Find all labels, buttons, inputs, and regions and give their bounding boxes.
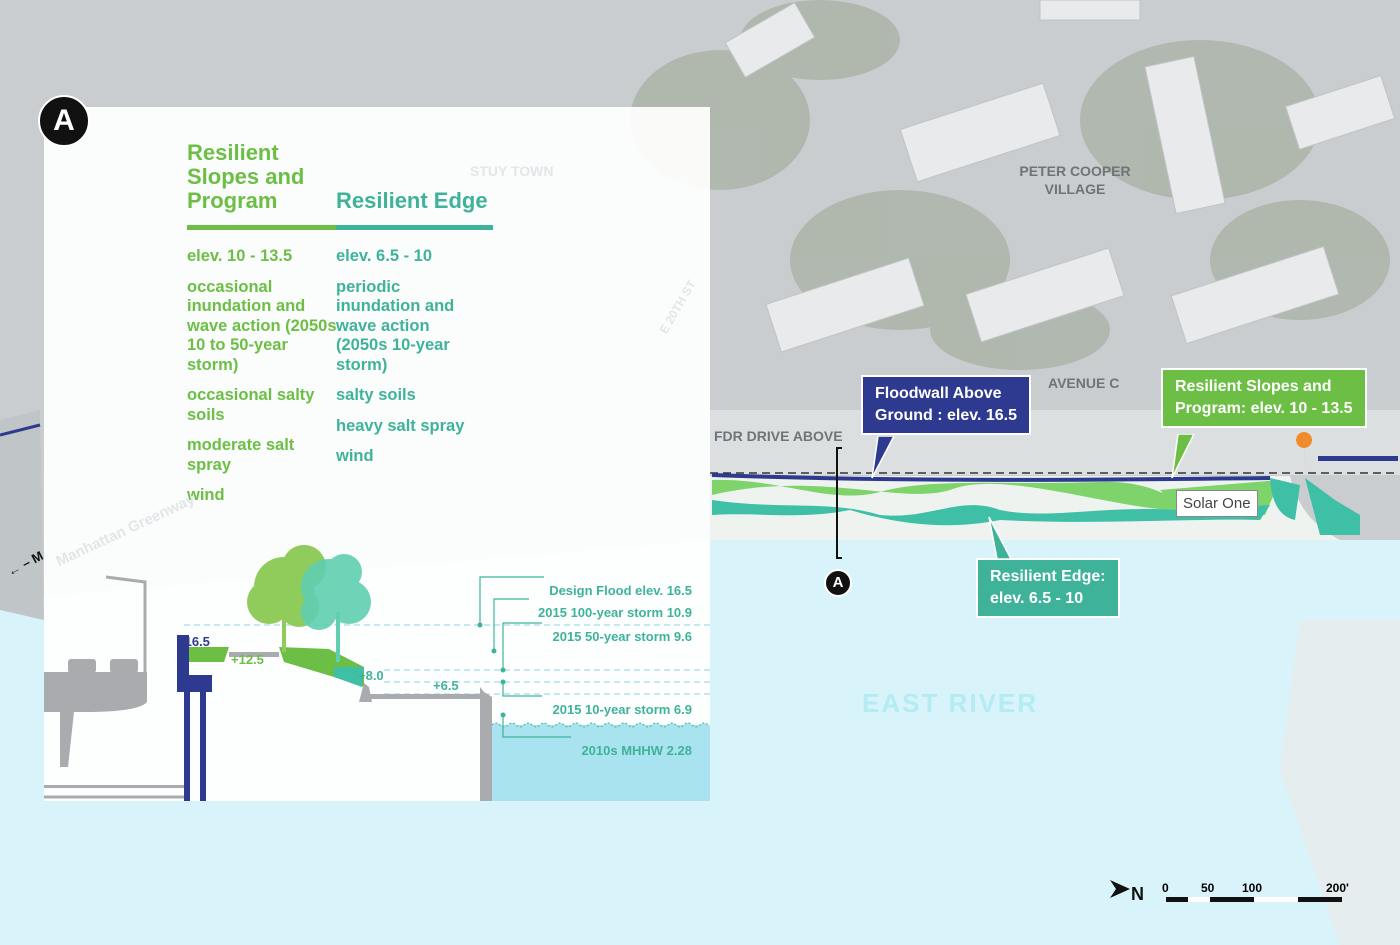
callout-slopes-pointer — [1171, 434, 1195, 479]
section-marker-a[interactable]: A — [824, 569, 852, 597]
level-100-year-storm: 2015 100-year storm 10.9 — [538, 605, 692, 620]
slopes-heading-line2: Slopes and — [187, 164, 305, 189]
edge-item: heavy salt spray — [336, 416, 465, 435]
section-drawing — [44, 545, 710, 801]
callout-slopes-line1: Resilient Slopes and — [1175, 378, 1332, 395]
scale-tick-0: 0 — [1162, 881, 1169, 895]
callout-edge-line2: elev. 6.5 - 10 — [990, 590, 1084, 607]
slopes-rule — [187, 225, 336, 230]
slopes-item: elev. 10 - 13.5 — [187, 247, 293, 265]
map-label-stuy-town: STUY TOWN — [470, 163, 554, 179]
section-water — [492, 725, 710, 801]
section-cut-line — [836, 447, 842, 559]
scale-tick-200: 200' — [1326, 881, 1349, 895]
level-design-flood: Design Flood elev. 16.5 — [549, 583, 692, 598]
section-marker-a-panel: A — [38, 95, 90, 147]
elevation-label-12-5: +12.5 — [231, 652, 264, 667]
edge-item: periodic inundation and wave action (205… — [336, 277, 455, 374]
map-label-solar-one: Solar One — [1176, 490, 1258, 517]
legend-section-panel: Resilient Slopes and Program Resilient E… — [44, 107, 710, 801]
callout-floodwall: Floodwall Above Ground : elev. 16.5 — [861, 375, 1031, 435]
callout-edge-pointer — [988, 516, 1012, 559]
map-label-avenue-c: AVENUE C — [1048, 375, 1120, 391]
scale-tick-50: 50 — [1201, 881, 1215, 895]
elevation-label-6-5: +6.5 — [433, 678, 459, 693]
map-label-peter-cooper-village: PETER COOPER VILLAGE — [1019, 163, 1131, 197]
edge-rule — [336, 225, 493, 230]
slopes-item: wind — [187, 486, 225, 504]
level-50-year-storm: 2015 50-year storm 9.6 — [552, 629, 692, 644]
slopes-heading-line3: Program — [187, 188, 278, 213]
callout-floodwall-line1: Floodwall Above — [875, 385, 1002, 402]
slopes-item: occasional inundation and wave action (2… — [187, 277, 337, 374]
level-mhhw: 2010s MHHW 2.28 — [581, 743, 692, 758]
slopes-item: occasional salty soils — [187, 386, 315, 424]
slopes-item: moderate salt spray — [187, 436, 295, 474]
north-arrow-icon — [1110, 880, 1130, 898]
edge-items: elev. 6.5 - 10 periodic inundation and w… — [336, 247, 476, 478]
edge-heading: Resilient Edge — [336, 188, 488, 213]
callout-slopes-line2: Program: elev. 10 - 13.5 — [1175, 400, 1353, 417]
north-label: N — [1131, 884, 1144, 904]
callout-resilient-edge: Resilient Edge: elev. 6.5 - 10 — [976, 558, 1120, 618]
slopes-heading-line1: Resilient — [187, 140, 279, 165]
callout-edge-line1: Resilient Edge: — [990, 568, 1106, 585]
edge-item: elev. 6.5 - 10 — [336, 247, 433, 265]
edge-item: wind — [336, 447, 374, 465]
elevation-label-16-5: +16.5 — [177, 634, 210, 649]
elevation-label-8-0: +8.0 — [358, 668, 384, 683]
edge-item: salty soils — [336, 386, 416, 404]
scale-bar — [1166, 897, 1342, 902]
callout-resilient-slopes: Resilient Slopes and Program: elev. 10 -… — [1161, 368, 1367, 428]
level-10-year-storm: 2015 10-year storm 6.9 — [552, 702, 692, 717]
callout-floodwall-pointer — [871, 436, 895, 479]
map-label-east-river: EAST RIVER — [862, 688, 1039, 718]
slopes-heading: Resilient Slopes and Program — [187, 141, 304, 213]
callout-floodwall-line2: Ground : elev. 16.5 — [875, 407, 1017, 424]
slopes-items: elev. 10 - 13.5 occasional inundation an… — [187, 247, 337, 517]
scale-tick-100: 100 — [1242, 881, 1263, 895]
map-label-fdr-drive: FDR DRIVE ABOVE — [714, 428, 843, 444]
